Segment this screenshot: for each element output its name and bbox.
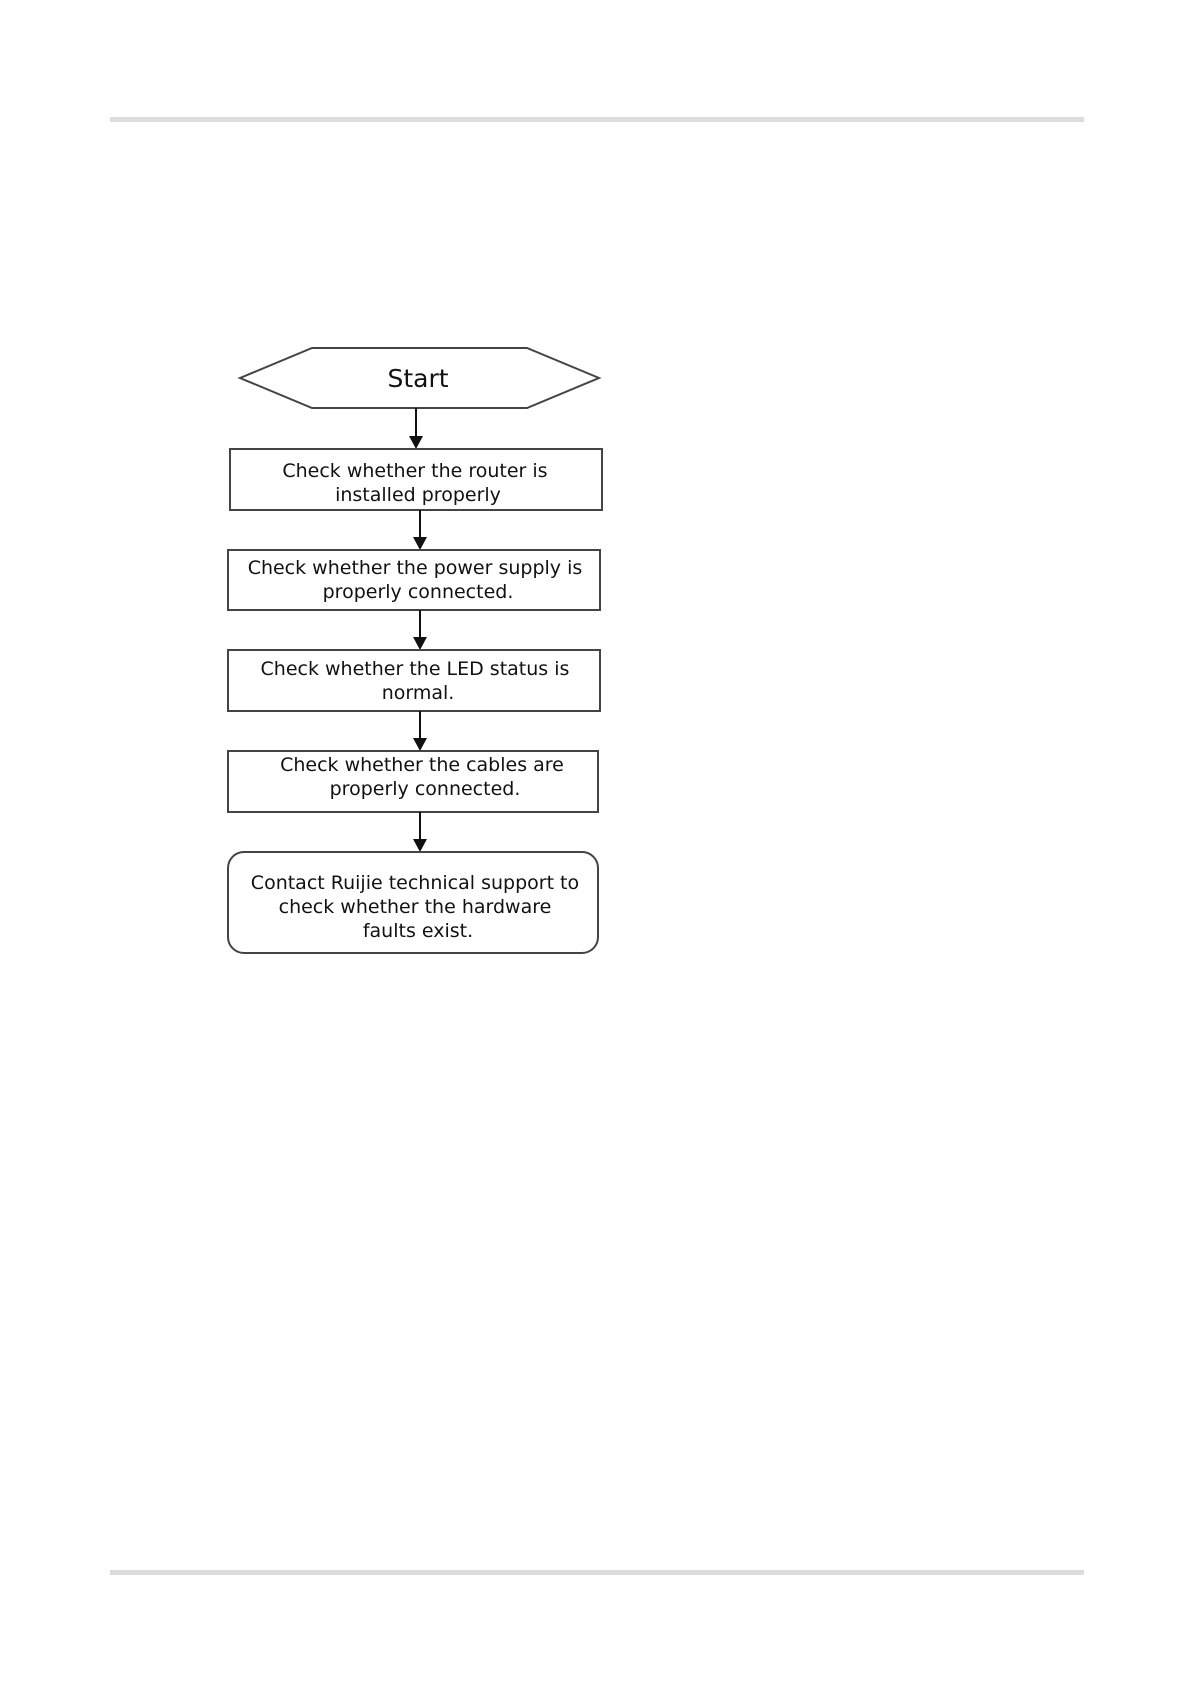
step-label-line: properly connected. (323, 581, 514, 603)
step-label-line: installed properly (335, 484, 501, 506)
step-label-line: normal. (382, 682, 455, 704)
step-label-line: faults exist. (363, 920, 473, 942)
step-label-line: Check whether the cables are (280, 754, 564, 776)
flow-arrow (413, 812, 427, 852)
flow-arrow (413, 510, 427, 550)
step-label-line: Check whether the router is (282, 460, 547, 482)
step-contact-support: Contact Ruijie technical support to chec… (228, 852, 598, 953)
step-power-supply: Check whether the power supply is proper… (228, 550, 600, 610)
start-label: Start (387, 364, 448, 393)
footer-rule (110, 1570, 1084, 1575)
step-label-line: Check whether the power supply is (248, 557, 583, 579)
step-label-line: Contact Ruijie technical support to (251, 872, 579, 894)
step-label-line: check whether the hardware (279, 896, 552, 918)
flow-arrow (413, 711, 427, 751)
step-router-installation: Check whether the router is installed pr… (230, 449, 602, 510)
flow-arrow (409, 408, 423, 449)
step-label-line: properly connected. (330, 778, 521, 800)
start-node: Start (240, 348, 599, 408)
flow-arrow (413, 610, 427, 650)
step-cables: Check whether the cables are properly co… (228, 751, 598, 812)
step-led-status: Check whether the LED status is normal. (228, 650, 600, 711)
step-label-line: Check whether the LED status is (261, 658, 570, 680)
